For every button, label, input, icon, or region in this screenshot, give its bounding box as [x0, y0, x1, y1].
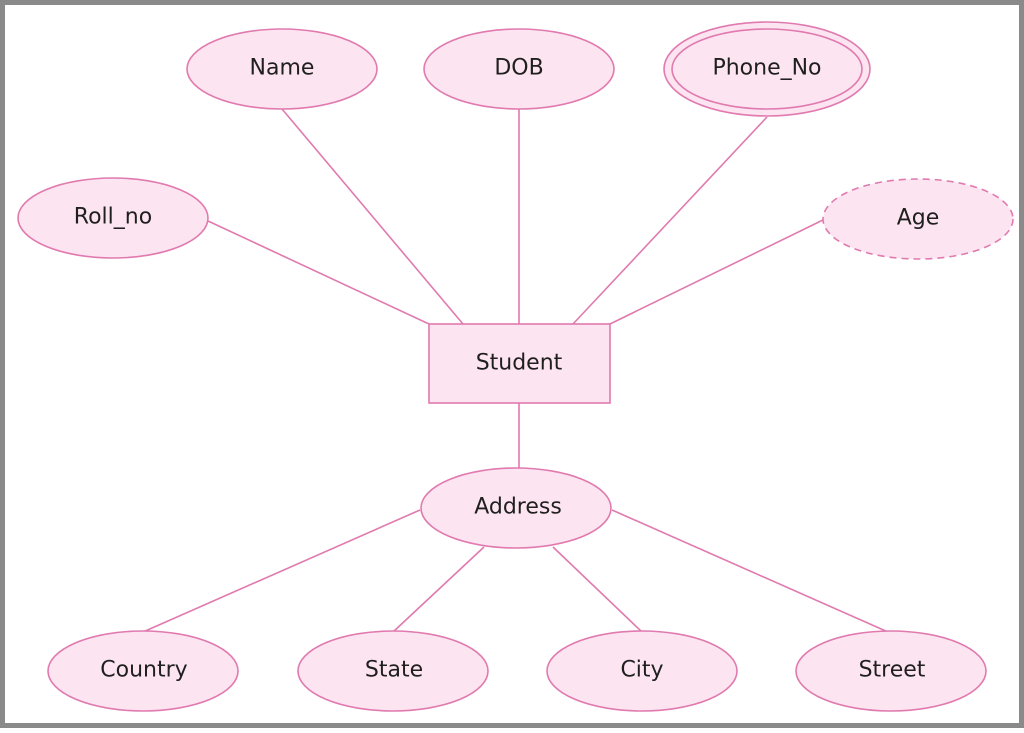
attribute-age-derived: Age	[822, 178, 1014, 260]
attribute-roll-no: Roll_no	[17, 177, 209, 259]
attribute-country-label: Country	[100, 658, 187, 683]
er-diagram: Name DOB Phone_No Roll_no Age Student	[17, 21, 1014, 712]
attribute-dob-label: DOB	[494, 56, 543, 81]
attribute-street-label: Street	[859, 658, 926, 683]
entity-student: Student	[428, 323, 611, 404]
attribute-state-label: State	[365, 658, 423, 683]
entity-student-label: Student	[476, 351, 563, 376]
attribute-roll-no-label: Roll_no	[74, 205, 152, 230]
line-phone-no	[572, 116, 768, 325]
attribute-dob: DOB	[423, 28, 615, 110]
attribute-city: City	[546, 630, 738, 712]
line-city	[552, 546, 643, 633]
line-country	[142, 509, 421, 633]
attribute-phone-no-multivalued: Phone_No	[663, 21, 871, 117]
line-state	[392, 546, 485, 633]
relationship-lines	[142, 108, 889, 633]
attribute-city-label: City	[620, 658, 663, 683]
attribute-age-label: Age	[897, 206, 940, 231]
line-age	[609, 218, 826, 325]
attribute-phone-no-label: Phone_No	[712, 56, 821, 81]
attribute-address-label: Address	[474, 495, 562, 520]
line-street	[611, 509, 889, 633]
attribute-name-label: Name	[250, 56, 315, 81]
line-roll-no	[207, 220, 430, 325]
attribute-street: Street	[795, 630, 987, 712]
attribute-name: Name	[186, 28, 378, 110]
attribute-country: Country	[47, 630, 239, 712]
attribute-state: State	[297, 630, 489, 712]
line-name	[281, 108, 464, 325]
attribute-address-composite: Address	[420, 467, 612, 549]
